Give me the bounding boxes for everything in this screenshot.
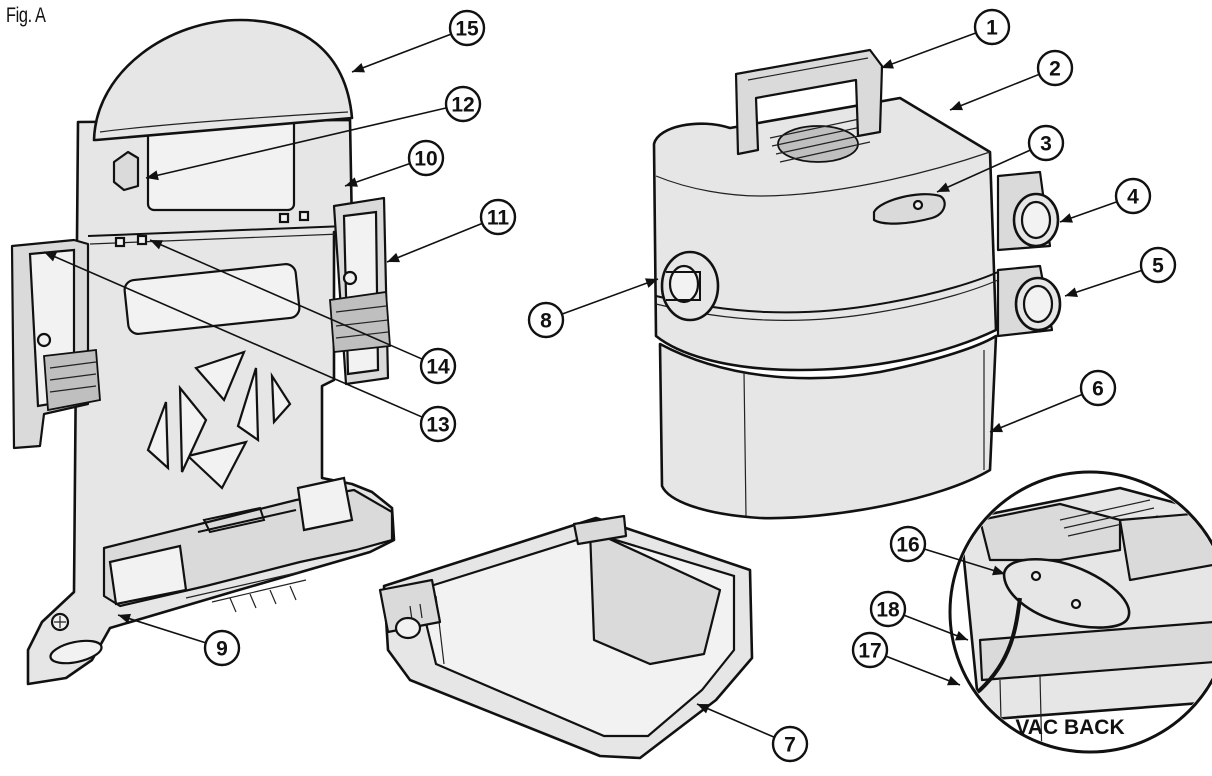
leader-arrow-9	[118, 613, 131, 624]
callout-circle-15	[448, 9, 486, 47]
leader-arrow-1	[881, 59, 894, 69]
leader-arrow-5	[1065, 287, 1078, 297]
vac-back-inset: VAC BACK	[948, 470, 1212, 754]
leader-line-15	[351, 33, 452, 73]
callout-number-9: 9	[216, 638, 228, 661]
callout-number-12: 12	[451, 94, 474, 117]
leader-arrow-6	[990, 422, 1003, 433]
leader-arrow-2	[950, 100, 963, 111]
callout-number-18: 18	[876, 599, 900, 622]
callout-7: 7	[771, 725, 809, 763]
leader-line-5	[1064, 269, 1143, 297]
callout-4: 4	[1114, 177, 1152, 215]
callout-number-2: 2	[1049, 58, 1061, 81]
callout-number-17: 17	[858, 640, 881, 663]
callout-circle-6	[1079, 369, 1117, 407]
callout-number-8: 8	[540, 310, 552, 333]
callout-circle-1	[973, 8, 1011, 46]
callout-14: 14	[419, 347, 457, 385]
callout-number-5: 5	[1152, 255, 1164, 278]
callout-circle-5	[1139, 246, 1177, 284]
callout-circle-2	[1036, 49, 1074, 87]
leader-line-2	[949, 73, 1040, 111]
leader-line-17	[885, 655, 961, 686]
callout-number-16: 16	[896, 534, 919, 557]
callout-17: 17	[851, 631, 889, 669]
callout-2: 2	[1036, 49, 1074, 87]
callout-13: 13	[419, 405, 457, 443]
leader-arrow-12	[146, 170, 159, 181]
callout-circle-14	[419, 347, 457, 385]
callout-circle-17	[851, 631, 889, 669]
leader-arrow-16	[992, 565, 1005, 576]
callout-circle-18	[869, 590, 907, 628]
leader-arrow-17	[947, 675, 960, 686]
callout-circle-16	[889, 525, 927, 563]
callout-number-13: 13	[426, 414, 449, 437]
callout-10: 10	[407, 139, 445, 177]
callout-18: 18	[869, 590, 907, 628]
leader-line-16	[924, 548, 1006, 575]
callout-8: 8	[527, 301, 565, 339]
callout-number-7: 7	[784, 734, 796, 757]
callout-9: 9	[203, 629, 241, 667]
leader-arrow-8	[645, 278, 658, 288]
callout-11: 11	[479, 198, 517, 236]
leader-line-11	[386, 222, 483, 263]
callout-circle-4	[1114, 177, 1152, 215]
leader-line-1	[880, 32, 977, 69]
callout-5: 5	[1139, 246, 1177, 284]
leader-line-6	[989, 393, 1083, 433]
callout-number-1: 1	[986, 17, 998, 40]
leader-arrow-4	[1060, 213, 1073, 223]
callout-number-11: 11	[487, 207, 510, 230]
callout-number-4: 4	[1127, 186, 1139, 209]
callout-number-15: 15	[455, 18, 479, 41]
leader-arrow-18	[955, 631, 968, 641]
callout-circle-10	[407, 139, 445, 177]
vacuum-body	[652, 48, 1062, 520]
leader-arrow-3	[937, 182, 950, 192]
leader-line-8	[561, 278, 659, 315]
callout-circle-8	[527, 301, 565, 339]
callout-number-10: 10	[414, 148, 437, 171]
leader-arrow-10	[345, 177, 358, 187]
callout-16: 16	[889, 525, 927, 563]
leader-line-14	[149, 239, 423, 360]
callout-1: 1	[973, 8, 1011, 46]
callout-number-3: 3	[1040, 133, 1052, 156]
callout-circle-12	[444, 85, 482, 123]
wall-mount-bracket	[10, 18, 396, 686]
callout-6: 6	[1079, 369, 1117, 407]
callout-number-6: 6	[1092, 378, 1104, 401]
leader-line-3	[936, 149, 1031, 193]
inset-label-vac-back: VAC BACK	[1015, 716, 1124, 739]
leader-arrow-15	[352, 63, 365, 73]
dust-tray	[378, 514, 754, 760]
leader-arrow-14	[150, 240, 163, 250]
callout-12: 12	[444, 85, 482, 123]
callout-circle-13	[419, 405, 457, 443]
leader-line-9	[117, 614, 207, 644]
callout-number-14: 14	[426, 356, 450, 379]
leader-line-13	[43, 251, 423, 418]
callout-circle-9	[203, 629, 241, 667]
callout-3: 3	[1027, 124, 1065, 162]
callout-circle-3	[1027, 124, 1065, 162]
callout-circle-11	[479, 198, 517, 236]
leader-arrow-7	[697, 704, 710, 714]
leader-arrow-13	[44, 252, 57, 262]
callout-circle-7	[771, 725, 809, 763]
callout-15: 15	[448, 9, 486, 47]
figure-title: Fig. A	[6, 4, 46, 27]
leader-arrow-11	[387, 252, 400, 263]
leader-line-7	[696, 703, 775, 739]
leader-line-12	[145, 107, 447, 179]
